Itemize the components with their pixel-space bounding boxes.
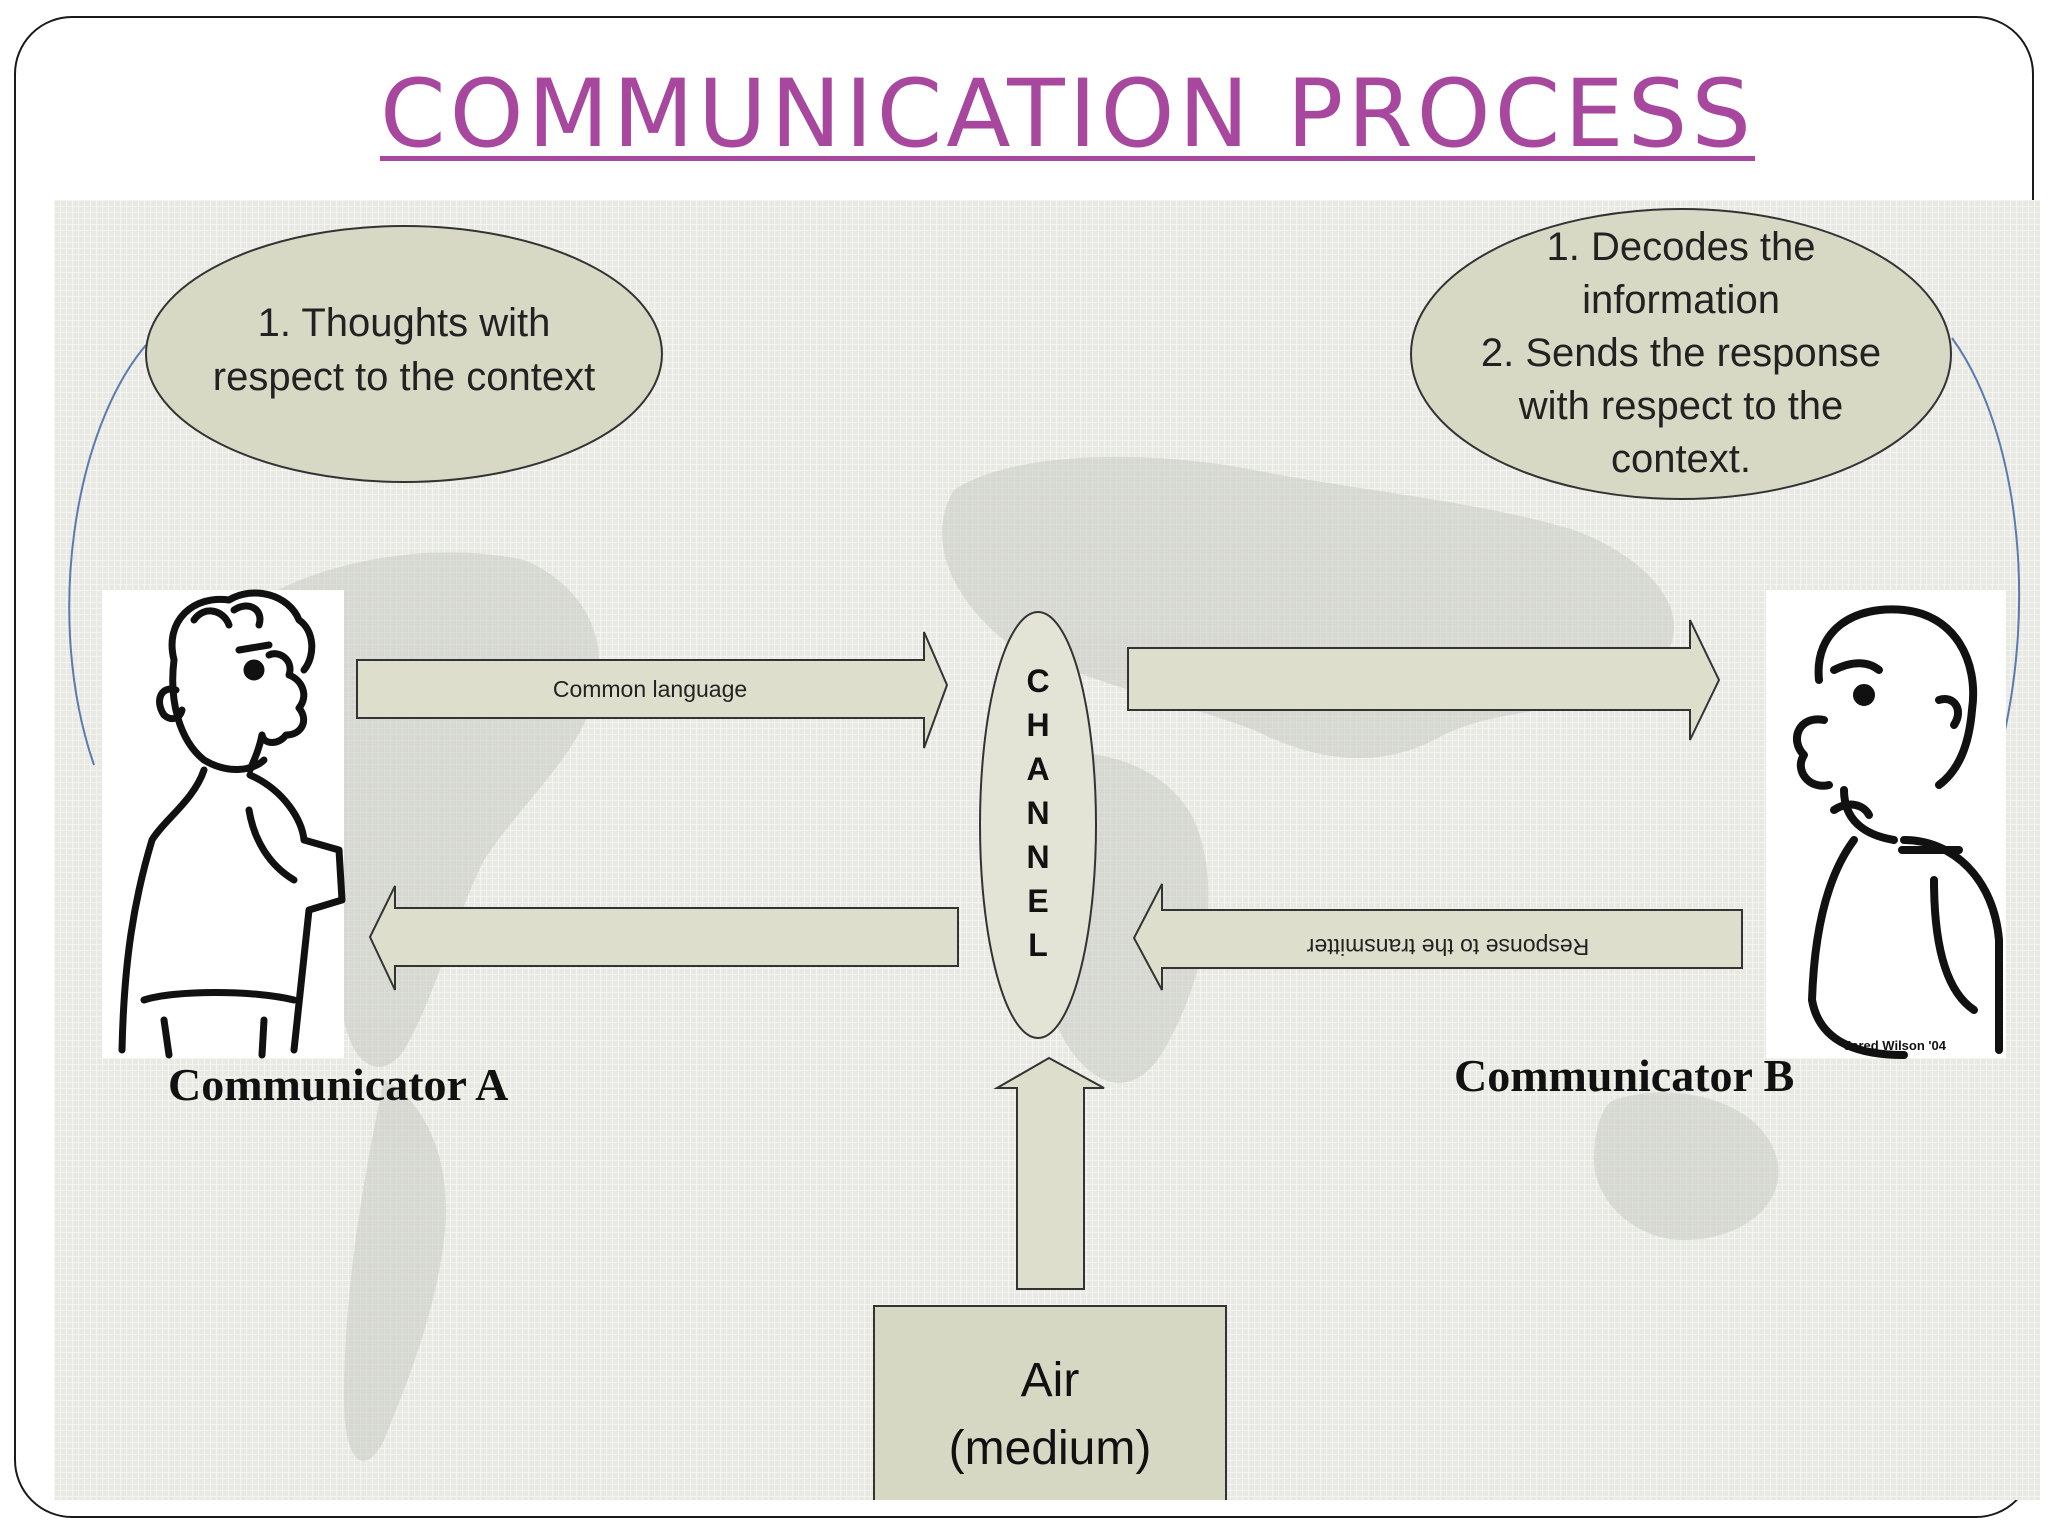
channel-letter: A [1026,751,1049,787]
common-language-label: Common language [553,676,747,702]
cartoon-man-frowning-icon: Jared Wilson '04 [1766,590,2006,1059]
feedback-curve-right [1951,337,2021,791]
bubble-a-line-1: 1. Thoughts with [258,301,551,345]
bubble-b-line-2: information [1582,278,1780,322]
channel-node: C H A N N E L [979,611,1097,1039]
channel-letter: E [1027,883,1048,919]
channel-letter: N [1026,795,1049,831]
communicator-a-label: Communicator A [168,1059,508,1110]
bubble-a-line-2: respect to the context [213,355,595,399]
channel-letter: H [1026,707,1049,743]
thought-bubble-a: 1. Thoughts with respect to the context [145,225,663,483]
bubble-b-line-3: 2. Sends the response [1481,331,1881,375]
response-label: Response to the transmitter [1306,934,1589,960]
bubble-b-line-5: context. [1611,437,1751,481]
arrow-channel-to-b [1127,619,1721,741]
arrow-medium-to-channel [993,1056,1105,1290]
arrow-b-to-channel: Response to the transmitter [1132,883,1743,991]
medium-label-line-2: (medium) [949,1422,1152,1475]
channel-letter: N [1026,839,1049,875]
feedback-curve-left [68,344,147,766]
bubble-b-line-4: with respect to the [1518,384,1844,428]
diagram-panel: 1. Thoughts with respect to the context … [54,200,2040,1500]
communication-diagram: 1. Thoughts with respect to the context … [68,208,2021,1500]
medium-box: Air (medium) [873,1305,1227,1500]
arrow-a-to-channel: Common language [356,631,949,749]
artist-signature: Jared Wilson '04 [1844,1038,1947,1053]
cartoon-man-pointing-icon [102,589,346,1059]
arrow-channel-to-a [368,885,959,991]
thought-bubble-b: 1. Decodes the information 2. Sends the … [1410,208,1952,500]
slide-title: COMMUNICATION PROCESS [380,60,1755,169]
channel-letter: C [1026,663,1049,699]
channel-letter: L [1028,927,1048,963]
bubble-b-line-1: 1. Decodes the [1546,225,1815,269]
communicator-b-label: Communicator B [1454,1050,1794,1101]
medium-label-line-1: Air [1021,1354,1080,1407]
